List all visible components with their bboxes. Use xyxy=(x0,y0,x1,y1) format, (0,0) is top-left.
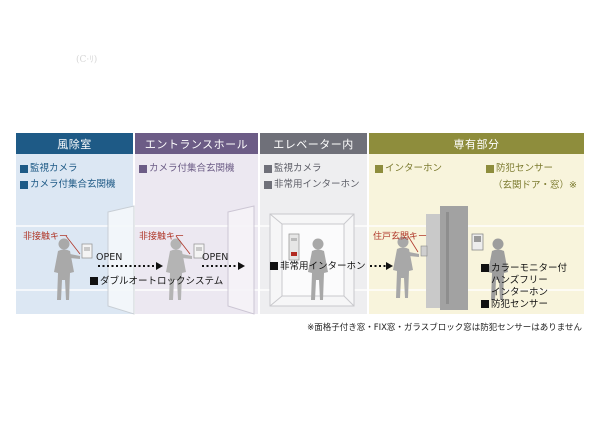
header-entrance-hall: エントランスホール xyxy=(135,133,258,154)
bullet-square xyxy=(20,164,28,173)
feature-private-intercom: インターホン xyxy=(375,164,442,174)
header-private-area: 専有部分 xyxy=(369,133,584,154)
person-silhouette-4 xyxy=(393,236,419,298)
bullet-square xyxy=(375,164,383,173)
person-silhouette-5 xyxy=(488,238,508,300)
label-emergency-intercom: 非常用インターホン xyxy=(270,261,366,273)
arrow-to-private xyxy=(370,262,393,270)
footnote: ※面格子付き窓・FIX窓・ガラスブロック窓は防犯センサーはありません xyxy=(307,323,582,333)
bullet-square xyxy=(90,277,98,285)
bullet-square xyxy=(270,262,278,270)
person-silhouette-1 xyxy=(54,238,80,300)
bullet-square xyxy=(264,180,272,189)
private-door xyxy=(426,206,468,310)
label-color-monitor: カラーモニター付 xyxy=(481,263,567,275)
bullet-square xyxy=(264,164,272,173)
key-label-contactless-2: 非接触キー xyxy=(139,232,185,242)
arrow-open-1 xyxy=(98,262,163,270)
label-hands-free: ハンズフリー xyxy=(491,275,548,286)
key-label-unit-door: 住戸玄関キー xyxy=(373,232,428,242)
bullet-square xyxy=(481,264,489,272)
bullet-square xyxy=(20,180,28,189)
feature-vestibule-entry-panel: カメラ付集合玄関機 xyxy=(20,180,116,190)
glass-door-2 xyxy=(227,205,255,315)
label-security-sensor: 防犯センサー xyxy=(481,299,548,311)
feature-elevator-camera: 監視カメラ xyxy=(264,164,322,174)
open-label-2: OPEN xyxy=(202,252,229,263)
logo-mark: (Ⅽ·ﾘ) xyxy=(76,55,98,65)
bullet-square xyxy=(139,164,147,173)
bullet-square xyxy=(481,300,489,308)
key-label-contactless-1: 非接触キー xyxy=(23,232,69,242)
label-intercom: インターホン xyxy=(491,287,549,298)
person-silhouette-2 xyxy=(166,238,192,300)
person-silhouette-3 xyxy=(308,238,328,300)
label-double-auto-lock: ダブルオートロックシステム xyxy=(90,276,223,288)
glass-door-1 xyxy=(107,205,135,315)
open-label-1: OPEN xyxy=(96,252,123,263)
feature-vestibule-camera: 監視カメラ xyxy=(20,164,78,174)
feature-hall-entry-panel: カメラ付集合玄関機 xyxy=(139,164,235,174)
feature-private-sensor: 防犯センサー xyxy=(486,164,553,174)
header-elevator: エレベーター内 xyxy=(260,133,367,154)
feature-elevator-intercom: 非常用インターホン xyxy=(264,180,360,190)
header-vestibule: 風除室 xyxy=(16,133,133,154)
key-pointer-3 xyxy=(407,235,419,253)
bullet-square xyxy=(486,164,494,173)
key-pointer-1 xyxy=(65,235,81,255)
arrow-open-2 xyxy=(202,262,245,270)
key-pointer-2 xyxy=(175,235,191,255)
door-lock xyxy=(420,245,428,257)
feature-private-sensor-detail: （玄関ドア・窓）※ xyxy=(493,180,577,191)
elevator-control-panel xyxy=(288,233,300,261)
